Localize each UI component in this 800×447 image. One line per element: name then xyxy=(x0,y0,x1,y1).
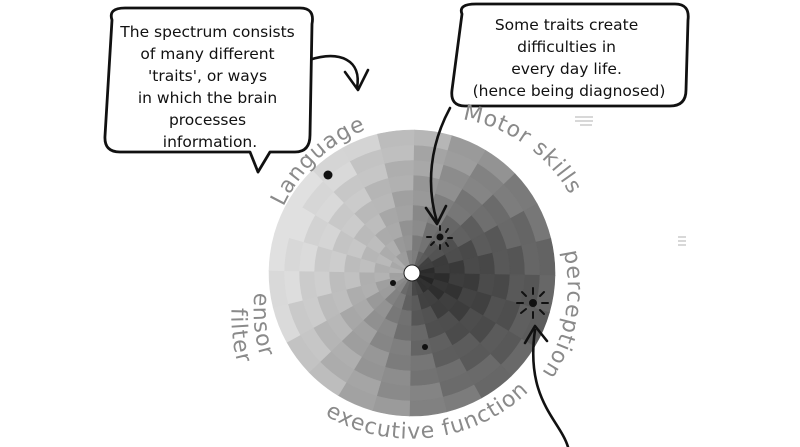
callout-difficulties-text: Some traits create difficulties in every… xyxy=(473,16,666,100)
wheel-cell xyxy=(313,270,332,298)
wheel-center-hub xyxy=(403,264,421,282)
callout-spectrum: The spectrum consists of many different … xyxy=(103,6,314,174)
wheel-cell xyxy=(410,338,433,357)
trait-dot-language xyxy=(323,170,333,180)
difficulty-mark-perception xyxy=(516,287,549,319)
arrow-to-perception-mark-head xyxy=(523,324,549,345)
callout-difficulties-bubble xyxy=(450,2,690,108)
trait-dot-executive xyxy=(422,344,428,350)
wheel-cell xyxy=(298,270,318,301)
arrow-to-wheel-head xyxy=(343,68,370,92)
wheel-cell xyxy=(391,189,414,208)
wheel-cell xyxy=(409,353,437,372)
wheel-cell xyxy=(328,271,347,294)
wheel-cell xyxy=(414,129,452,151)
wheel-cell xyxy=(384,159,415,179)
callout-spectrum-text: The spectrum consists of many different … xyxy=(119,23,299,151)
arrow-to-wheel xyxy=(307,55,360,90)
wheel-cell xyxy=(477,252,496,275)
callout-difficulties: Some traits create difficulties in every… xyxy=(450,2,690,108)
wheel-cell xyxy=(387,174,415,193)
wheel-cell xyxy=(506,245,526,276)
trait-dot-center-left xyxy=(390,280,396,286)
arrow-to-motor-mark-head xyxy=(424,204,448,226)
wheel-cell xyxy=(409,367,440,387)
arrow-to-motor-mark xyxy=(429,106,452,224)
label-filter: filter xyxy=(225,308,256,366)
arrow-to-perception-mark xyxy=(532,328,570,447)
scan-artifacts xyxy=(575,116,686,246)
callout-spectrum-bubble xyxy=(103,6,314,174)
wheel-cell xyxy=(492,248,511,276)
difficulty-mark-motor xyxy=(426,225,453,250)
